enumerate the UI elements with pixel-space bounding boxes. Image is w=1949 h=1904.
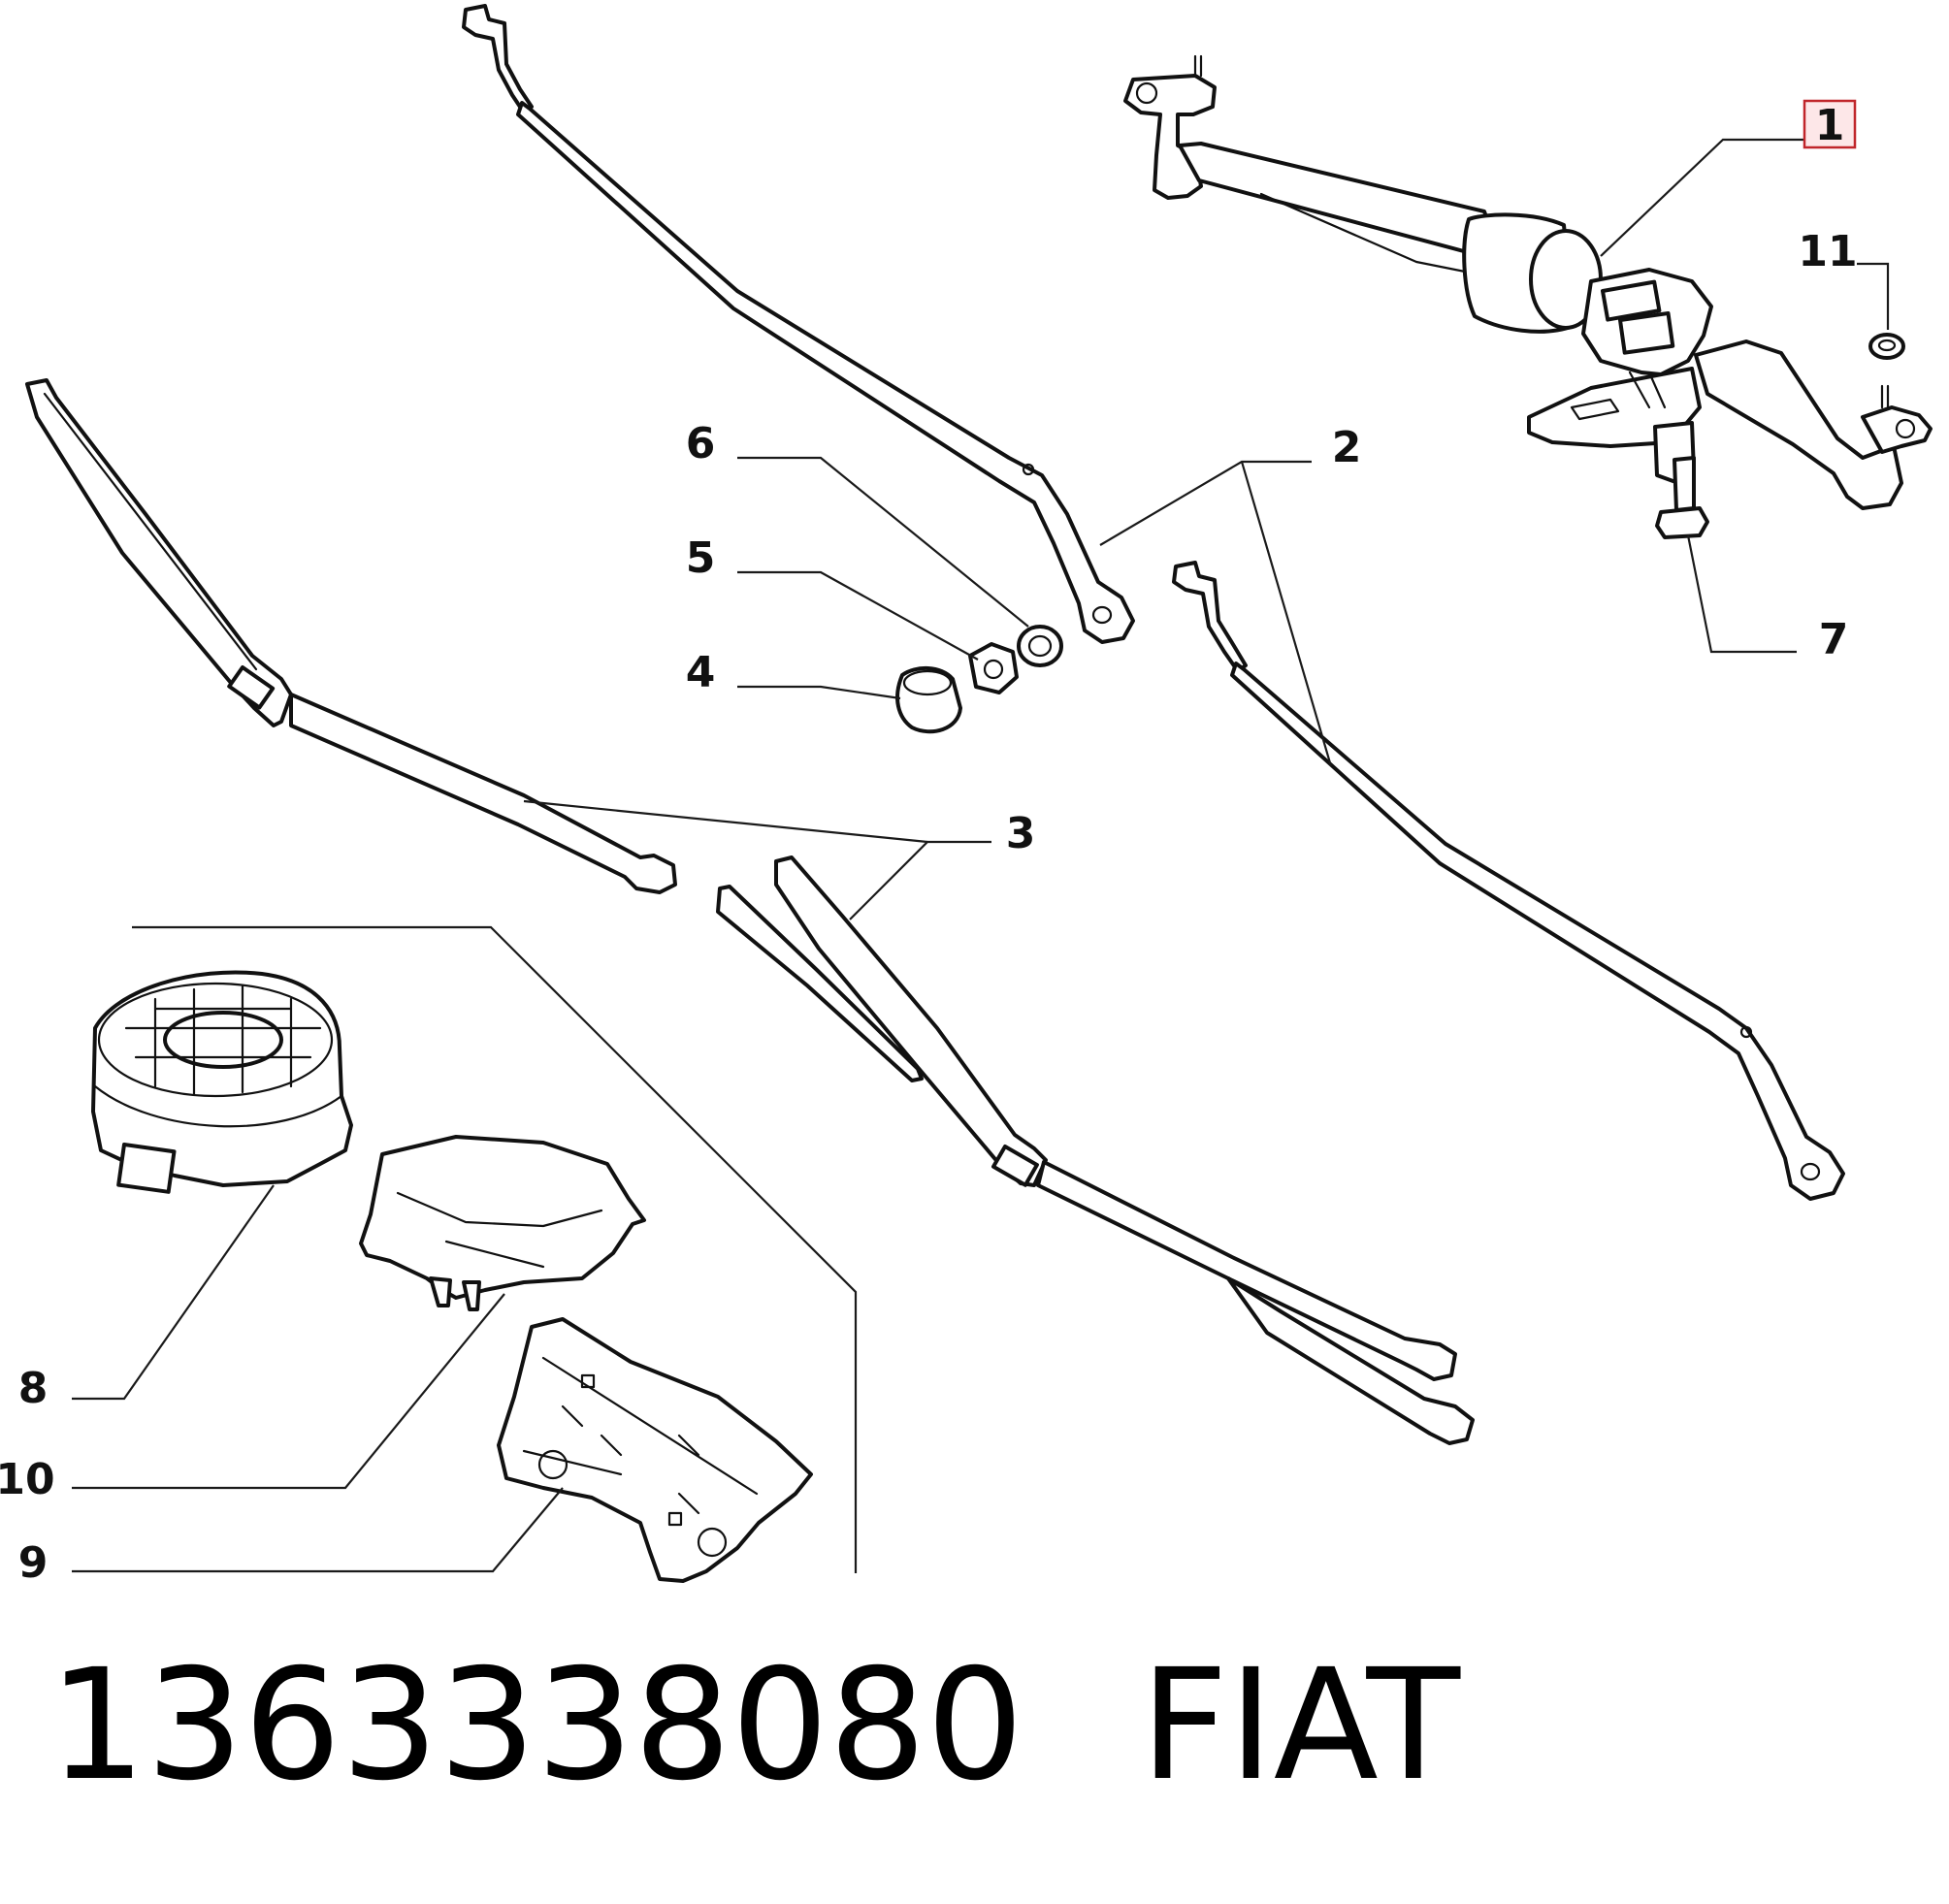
wiper-linkage-motor [1123, 54, 1933, 510]
callout-6: 6 [686, 419, 716, 468]
callout-8: 8 [18, 1364, 49, 1413]
callout-1-highlight-box [1803, 99, 1857, 149]
cover-part-10 [359, 1135, 646, 1311]
washer-part-6 [1017, 625, 1063, 667]
horn-part-8 [91, 970, 353, 1194]
callout-1: 1 [1815, 101, 1845, 150]
callout-3: 3 [1006, 809, 1036, 858]
washer-part-11 [1868, 333, 1905, 360]
leader-lines [72, 138, 1890, 1573]
bolt-part-7 [1655, 456, 1709, 539]
wiper-arm-upper [462, 4, 1135, 644]
wiper-blade-left [25, 378, 677, 894]
part-number: 1363338080 [49, 1636, 1024, 1815]
brand-name: FIAT [1140, 1636, 1461, 1815]
callout-7: 7 [1819, 615, 1849, 664]
callout-9: 9 [18, 1538, 49, 1588]
wiper-blade-lower [716, 855, 1475, 1445]
callout-11: 11 [1798, 227, 1857, 276]
callout-4: 4 [686, 648, 716, 697]
nut-part-5 [968, 642, 1019, 694]
callout-5: 5 [686, 533, 716, 583]
bracket-part-9 [497, 1317, 813, 1583]
callout-10: 10 [0, 1455, 55, 1504]
cap-part-4 [895, 666, 962, 734]
callout-labels: 1 2 3 4 5 6 7 8 9 10 11 [0, 99, 1858, 1588]
wiper-arm-lower [1172, 561, 1845, 1201]
callout-2: 2 [1332, 423, 1362, 472]
